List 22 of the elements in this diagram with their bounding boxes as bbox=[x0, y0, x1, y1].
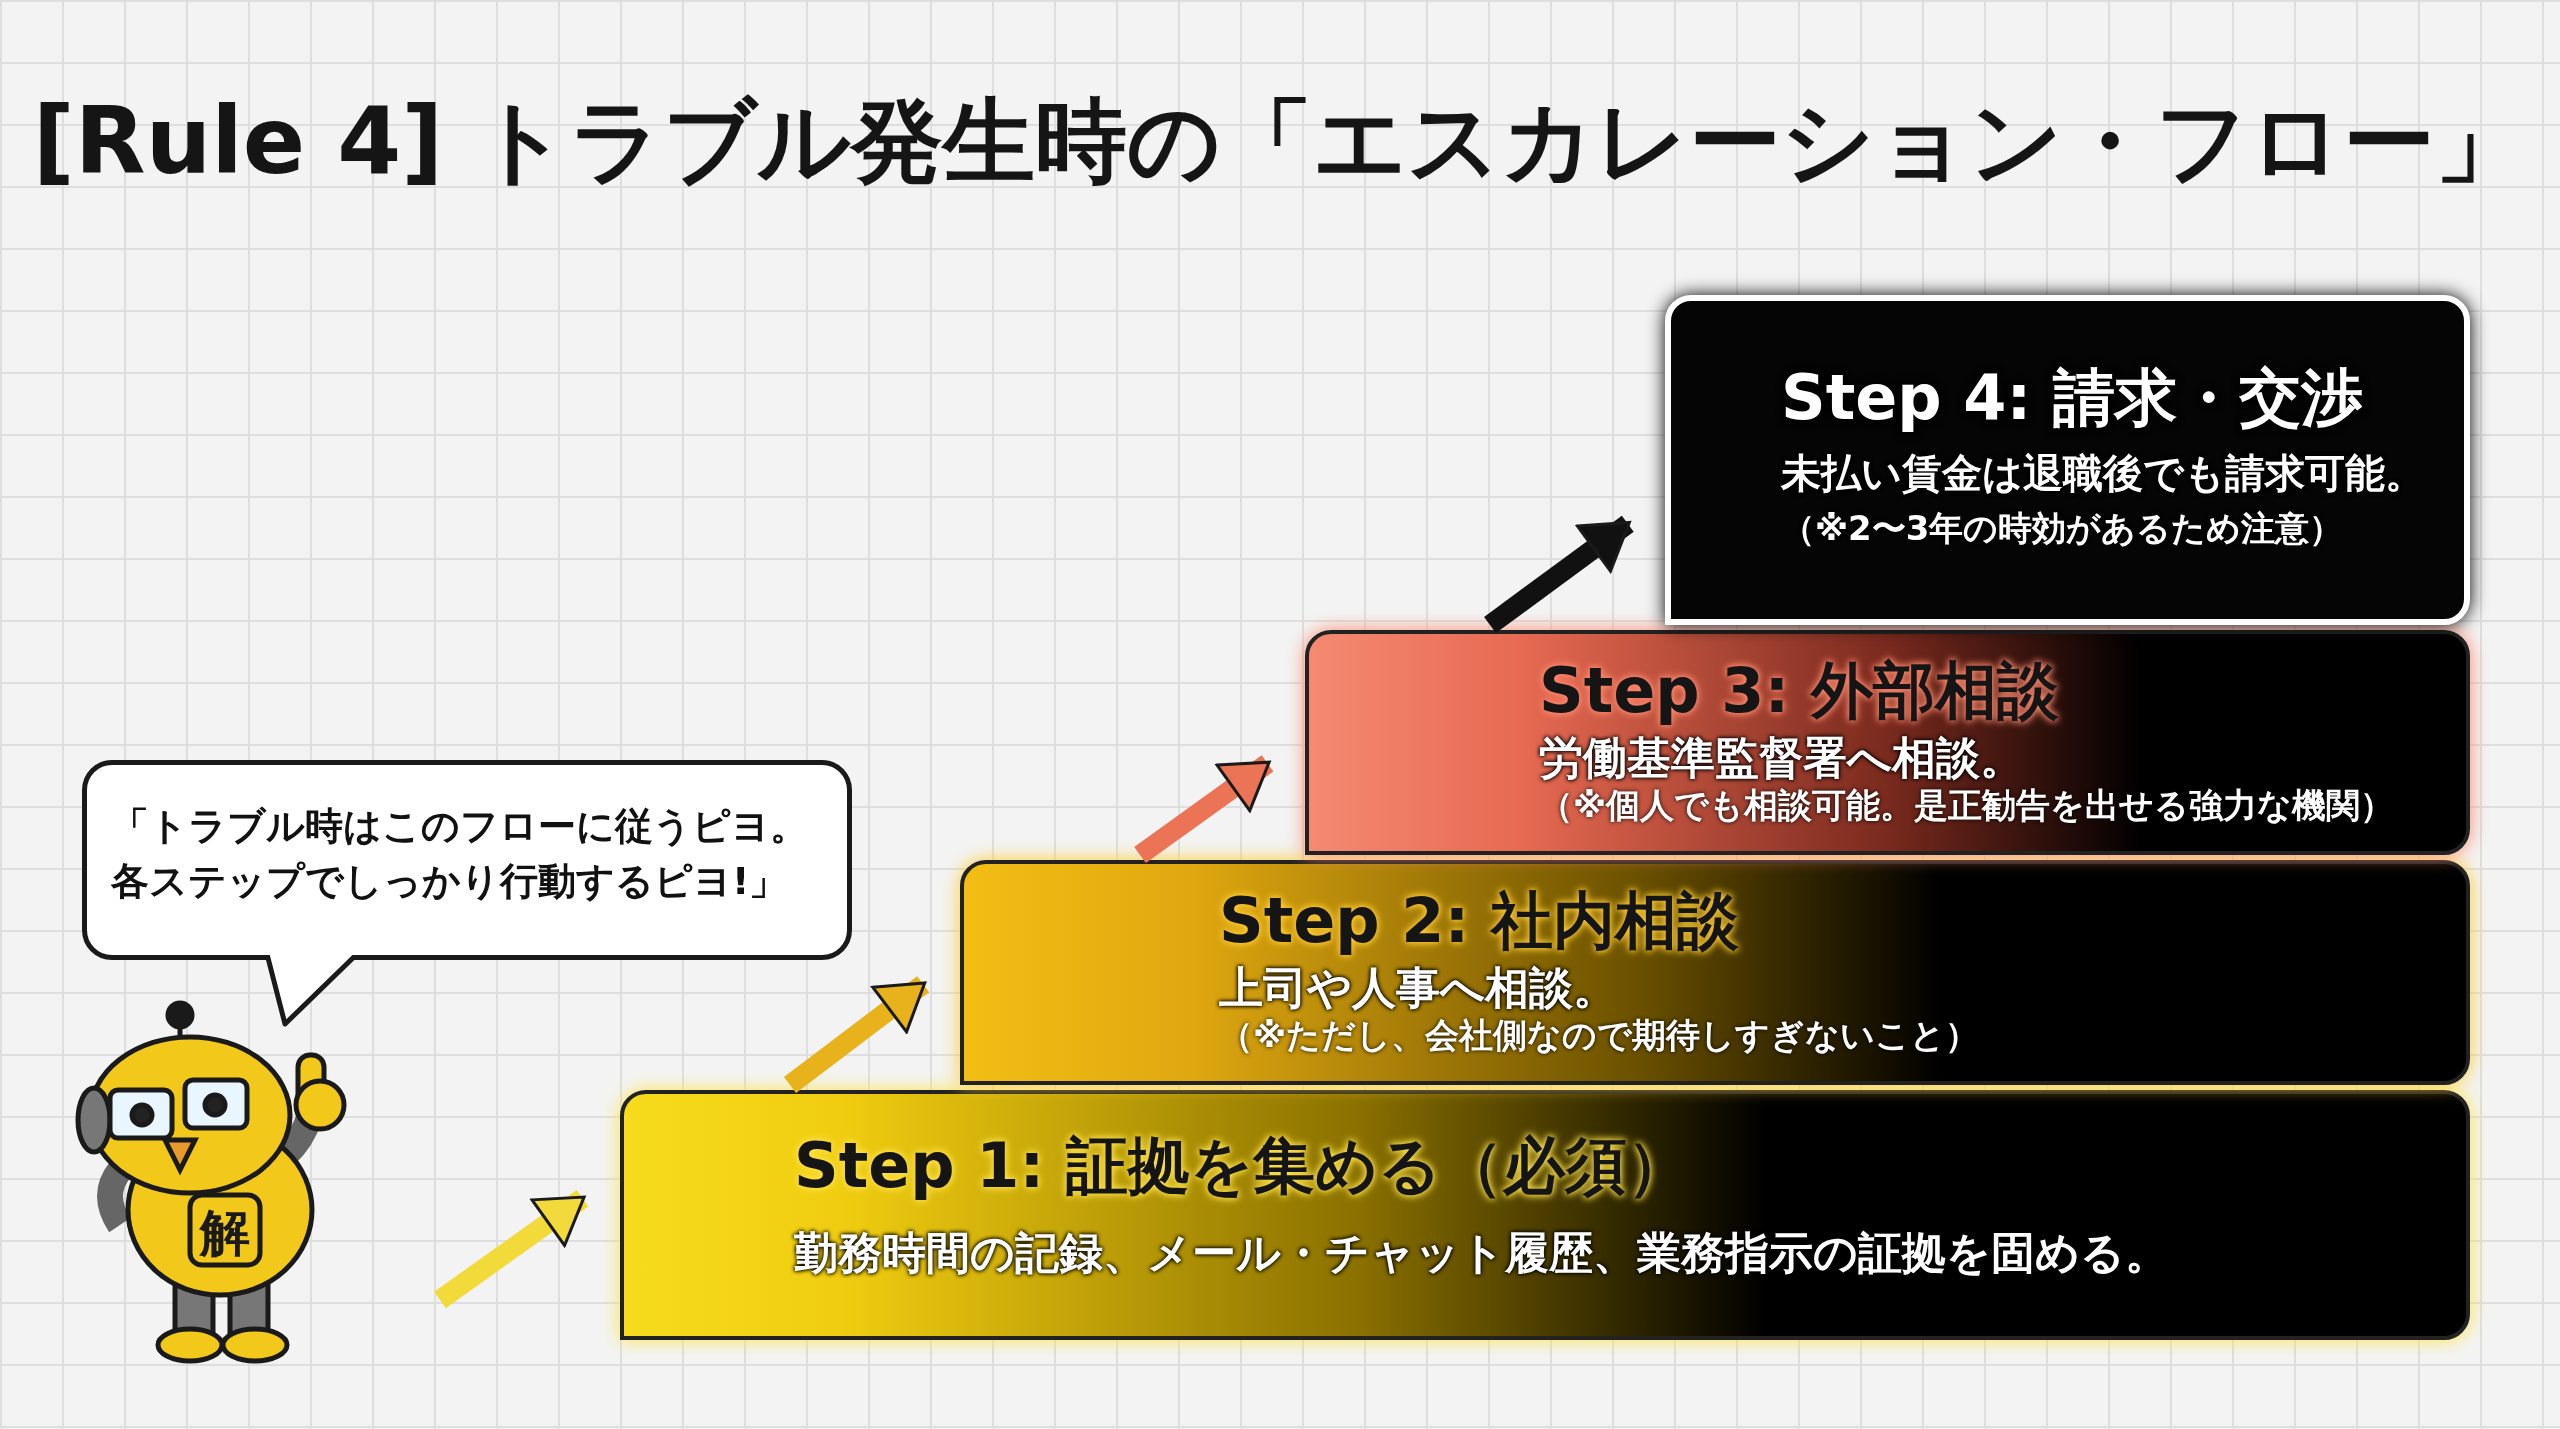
arrow bbox=[1134, 755, 1274, 864]
step-block bbox=[960, 860, 2470, 1085]
step-description: 労働基準監督署へ相談。 bbox=[1539, 731, 2024, 785]
step-description: 勤務時間の記録、メール・チャット履歴、業務指示の証拠を固める。 bbox=[794, 1226, 2169, 1280]
step-note: （※個人でも相談可能。是正勧告を出せる強力な機関） bbox=[1539, 784, 2395, 827]
step-heading: Step 2: 社内相談 bbox=[1219, 883, 1739, 959]
step-description: 上司や人事へ相談。 bbox=[1219, 961, 1617, 1015]
step-description: 未払い賃金は退職後でも請求可能。 bbox=[1781, 449, 2425, 498]
step-heading: Step 4: 請求・交渉 bbox=[1781, 360, 2363, 436]
arrow bbox=[1484, 515, 1634, 634]
arrow bbox=[434, 1190, 589, 1309]
step-block bbox=[620, 1090, 2470, 1340]
chest-label: 解 bbox=[198, 1203, 251, 1264]
step-heading: Step 3: 外部相談 bbox=[1539, 653, 2059, 729]
speech-text: 「トラブル時はこのフローに従うピヨ。各ステップでしっかり行動するピヨ!」 bbox=[111, 803, 809, 906]
step-block bbox=[1305, 630, 2470, 855]
step-note: （※2〜3年の時効があるため注意） bbox=[1781, 507, 2344, 550]
title: [Rule 4] トラブル発生時の「エスカレーション・フロー」 bbox=[31, 87, 2529, 197]
step-heading: Step 1: 証拠を集める（必須） bbox=[794, 1128, 1689, 1204]
arrow bbox=[783, 976, 930, 1093]
step-block bbox=[1665, 295, 2470, 625]
step-note: （※ただし、会社側なので期待しすぎないこと） bbox=[1219, 1014, 1980, 1057]
